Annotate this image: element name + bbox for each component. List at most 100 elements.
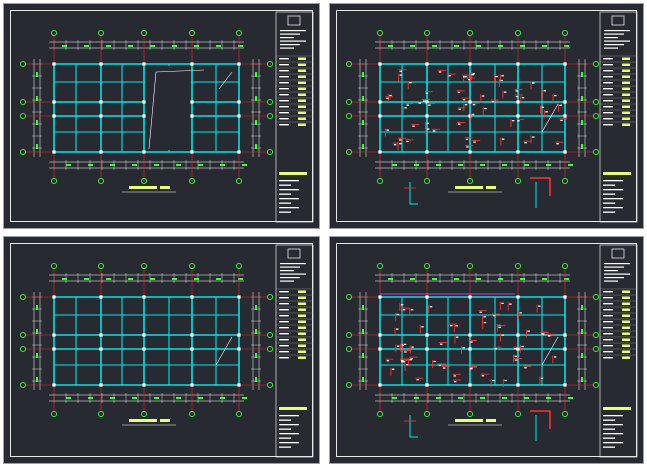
drawing-sheet-4[interactable]: [329, 236, 644, 464]
axis-bubble: [466, 29, 474, 37]
signature-field: [298, 290, 306, 293]
rebar-label: [399, 70, 402, 72]
rebar-label: [426, 122, 430, 124]
drawing-sheet-3[interactable]: [3, 236, 320, 464]
plan-title: [129, 186, 157, 189]
title-block-text: [279, 94, 289, 96]
rebar-label: [396, 313, 400, 316]
column: [378, 347, 382, 351]
rebar-label: [433, 360, 436, 363]
title-block-text: [280, 30, 306, 32]
dimension-text: [546, 164, 551, 166]
floor-plan-2: [345, 11, 638, 223]
rebar-label: [438, 71, 442, 73]
axis-bubble: [561, 177, 569, 185]
title-block-text: [279, 291, 289, 293]
signature-field: [298, 75, 306, 78]
rebar-label: [404, 351, 407, 353]
signature-field: [622, 308, 630, 311]
dimension-text: [542, 278, 547, 280]
rebar-label: [511, 120, 515, 122]
drawing-sheet-1[interactable]: [3, 3, 320, 229]
rebar-label: [501, 302, 504, 304]
dimension-text: [62, 278, 67, 280]
dimension-text: [216, 45, 221, 47]
dimension-text: [36, 353, 38, 358]
title-block-text: [603, 442, 623, 444]
dimension-text: [110, 397, 115, 399]
stair-line: [541, 336, 559, 366]
dimension-text: [176, 397, 181, 399]
title-block-text: [603, 345, 613, 347]
axis-bubble: [345, 331, 353, 339]
title-block-text: [603, 339, 613, 341]
title-block-text: [279, 339, 289, 341]
title-block-text: [603, 207, 623, 209]
column: [378, 100, 382, 104]
column: [425, 100, 429, 104]
column: [142, 150, 146, 154]
title-block-text: [279, 198, 299, 200]
detail-sketch: [530, 177, 551, 196]
title-block-text: [603, 118, 613, 120]
rebar-label: [492, 379, 495, 382]
signature-field: [298, 81, 306, 84]
rebar-label: [521, 345, 524, 348]
column: [99, 333, 103, 337]
dimension-text: [36, 144, 38, 149]
axis-bubble: [376, 262, 384, 270]
axis-bubble: [140, 177, 148, 185]
plan-scale: [486, 186, 496, 189]
rebar-label: [517, 120, 520, 122]
title-block-text: [279, 309, 289, 311]
dimension-text: [454, 278, 459, 280]
rebar-label: [560, 119, 563, 122]
title-block-text: [279, 189, 299, 191]
rebar-label: [410, 309, 414, 311]
title-block-text: [280, 47, 294, 49]
column: [563, 114, 567, 118]
dimension-text: [454, 45, 459, 47]
rebar-label: [472, 104, 476, 106]
signature-field: [622, 63, 630, 66]
rebar-label: [396, 328, 399, 330]
rebar-label: [514, 348, 517, 350]
rebar-label: [386, 97, 389, 99]
title-block-text: [279, 321, 289, 323]
rebar-label: [471, 113, 475, 116]
rebar-label: [527, 330, 530, 332]
dimension-text: [36, 305, 38, 310]
column: [378, 114, 382, 118]
rebar-label: [426, 128, 430, 130]
title-block-text: [280, 270, 294, 272]
dimension-text: [564, 278, 569, 280]
company-logo: [611, 248, 625, 259]
title-block-text: [279, 64, 289, 66]
drawing-sheet-2[interactable]: [329, 3, 644, 229]
title-block-text: [604, 33, 624, 35]
title-block-text: [604, 266, 624, 268]
signature-field: [622, 302, 630, 305]
dimension-text: [524, 397, 529, 399]
dimension-text: [106, 45, 111, 47]
dimension-text: [581, 96, 583, 101]
dimension-text: [238, 45, 243, 47]
title-block-text: [279, 315, 289, 317]
rebar-label: [393, 144, 397, 146]
column: [425, 114, 429, 118]
column: [52, 100, 56, 104]
axis-bubble: [19, 112, 27, 120]
axis-bubble: [345, 345, 353, 353]
signature-field: [622, 338, 630, 341]
signature-field: [622, 105, 630, 108]
column: [237, 114, 241, 118]
axis-bubble: [266, 98, 274, 106]
signature-field: [622, 87, 630, 90]
dimension-text: [66, 397, 71, 399]
title-block-text: [279, 424, 299, 426]
rebar-label: [386, 360, 390, 362]
rebar-label: [453, 375, 457, 377]
axis-bubble: [466, 410, 474, 418]
title-block-text: [603, 327, 613, 329]
